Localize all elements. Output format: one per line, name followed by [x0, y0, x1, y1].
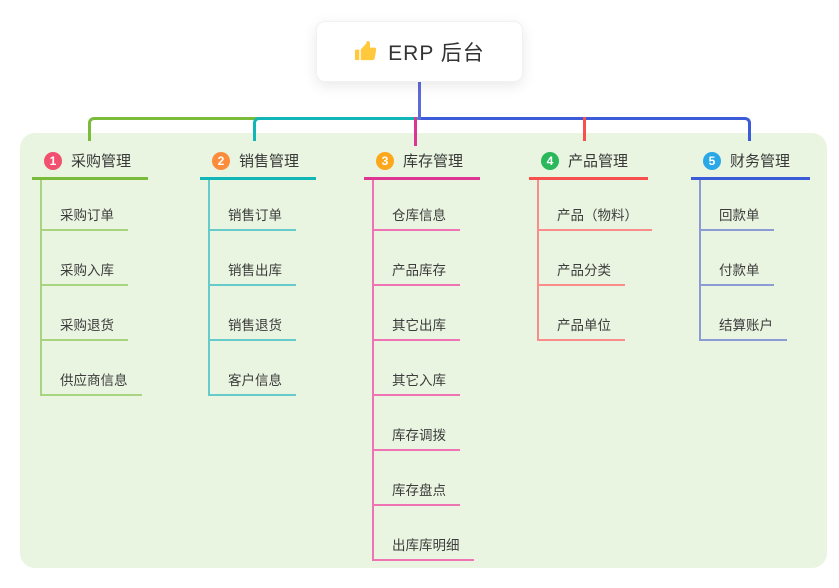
branch-number-badge: 2 — [212, 151, 230, 170]
branch-5: 5 财务管理回款单付款单结算账户 — [691, 144, 810, 341]
mindmap-node[interactable]: 产品库存 — [374, 231, 460, 286]
branch-3: 3 库存管理仓库信息产品库存其它出库其它入库库存调拨库存盘点出库库明细 — [364, 144, 480, 561]
mindmap-node[interactable]: 结算账户 — [701, 286, 787, 341]
thumbs-up-icon — [354, 40, 377, 63]
branch-title-node[interactable]: 2 销售管理 — [200, 144, 316, 180]
branch-title-node[interactable]: 4 产品管理 — [529, 144, 648, 180]
branch-1: 1 采购管理采购订单采购入库采购退货供应商信息 — [32, 144, 148, 396]
mindmap-node[interactable]: 付款单 — [701, 231, 774, 286]
branch-title-node[interactable]: 5 财务管理 — [691, 144, 810, 180]
mindmap-node[interactable]: 产品单位 — [539, 286, 625, 341]
branch-children: 仓库信息产品库存其它出库其它入库库存调拨库存盘点出库库明细 — [372, 180, 474, 561]
mindmap-node[interactable]: 产品分类 — [539, 231, 625, 286]
branch-number-badge: 3 — [376, 151, 394, 170]
branch-children: 销售订单销售出库销售退货客户信息 — [208, 180, 296, 396]
mindmap-node[interactable]: 销售出库 — [210, 231, 296, 286]
mindmap-node[interactable]: 供应商信息 — [42, 341, 142, 396]
branch-number-badge: 5 — [703, 151, 721, 170]
mindmap-node[interactable]: 库存调拨 — [374, 396, 460, 451]
mindmap-node[interactable]: 采购退货 — [42, 286, 128, 341]
branch-connector-3 — [414, 117, 417, 146]
branch-children: 采购订单采购入库采购退货供应商信息 — [40, 180, 142, 396]
branch-title-label: 销售管理 — [239, 153, 300, 170]
mindmap-node[interactable]: 其它出库 — [374, 286, 460, 341]
mindmap-node[interactable]: 客户信息 — [210, 341, 296, 396]
branch-title-label: 库存管理 — [403, 153, 464, 170]
branch-title-node[interactable]: 1 采购管理 — [32, 144, 148, 180]
branch-children: 产品（物料）产品分类产品单位 — [537, 180, 652, 341]
branch-2: 2 销售管理销售订单销售出库销售退货客户信息 — [200, 144, 316, 396]
mindmap-node[interactable]: 销售订单 — [210, 180, 296, 231]
branch-connector-2 — [253, 117, 421, 141]
branch-title-label: 采购管理 — [71, 153, 132, 170]
branch-number-badge: 1 — [44, 151, 62, 170]
mindmap-board — [20, 133, 827, 568]
mindmap-node[interactable]: 出库库明细 — [374, 506, 474, 561]
branch-4: 4 产品管理产品（物料）产品分类产品单位 — [529, 144, 652, 341]
mindmap-node[interactable]: 采购入库 — [42, 231, 128, 286]
branch-connector-4 — [583, 117, 586, 141]
root-node-label: ERP 后台 — [388, 41, 485, 65]
mindmap-node[interactable]: 其它入库 — [374, 341, 460, 396]
mindmap-node[interactable]: 采购订单 — [42, 180, 128, 231]
branch-title-node[interactable]: 3 库存管理 — [364, 144, 480, 180]
root-node[interactable]: ERP 后台 — [316, 21, 523, 82]
branch-children: 回款单付款单结算账户 — [699, 180, 787, 341]
mindmap-node[interactable]: 库存盘点 — [374, 451, 460, 506]
branch-title-label: 产品管理 — [568, 153, 629, 170]
branch-title-label: 财务管理 — [730, 153, 791, 170]
root-stem-line — [418, 82, 421, 120]
mindmap-node[interactable]: 销售退货 — [210, 286, 296, 341]
mindmap-node[interactable]: 产品（物料） — [539, 180, 652, 231]
mindmap-node[interactable]: 仓库信息 — [374, 180, 460, 231]
mindmap-node[interactable]: 回款单 — [701, 180, 774, 231]
branch-number-badge: 4 — [541, 151, 559, 170]
